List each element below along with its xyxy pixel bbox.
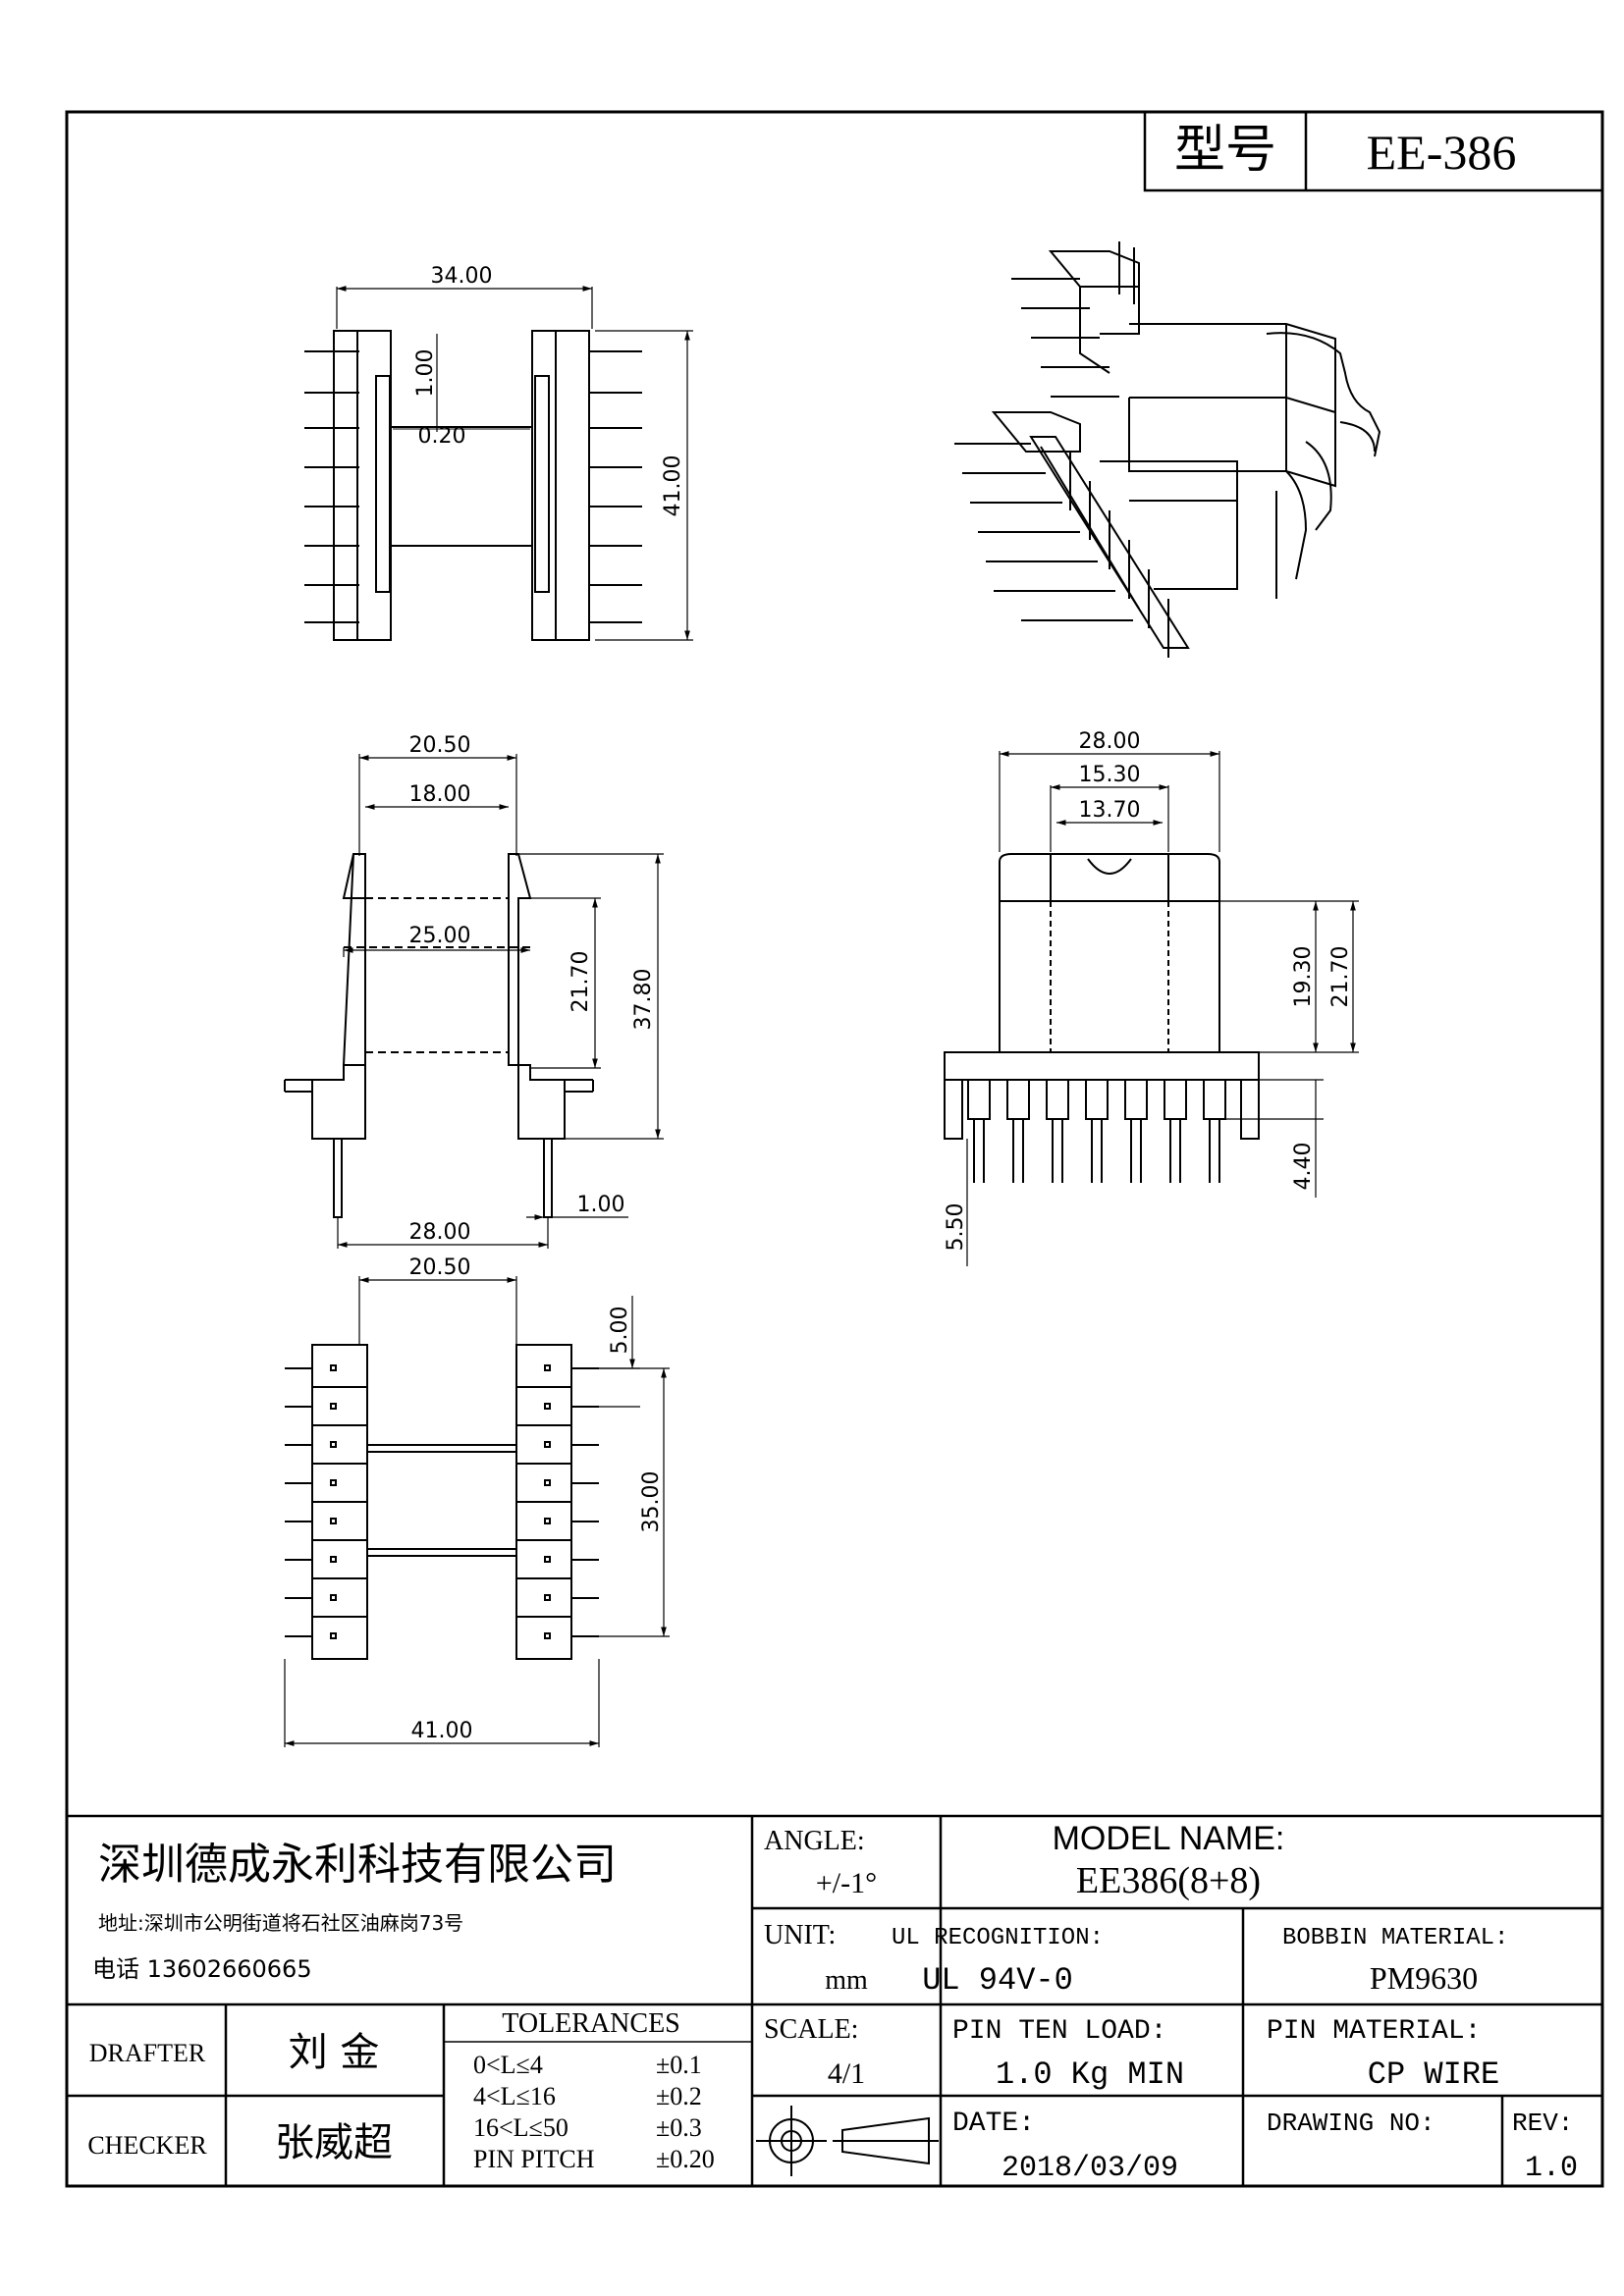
model-box-label: 型号 [1174, 121, 1276, 180]
tolerance-range: 4<L≤16 [473, 2082, 556, 2110]
tolerance-value: ±0.3 [656, 2113, 702, 2142]
side-dim-pin-stub: 5.50 [944, 1203, 968, 1252]
tolerance-table: 0<L≤4 ±0.1 4<L≤16 ±0.2 16<L≤50 ±0.3 PIN … [473, 2051, 715, 2173]
pin-material-label: PIN MATERIAL: [1267, 2016, 1481, 2047]
bottom-view-pins-left [285, 1367, 312, 1637]
side-dim-tongue-inner: 13.70 [1079, 798, 1141, 823]
front-dim-core: 18.00 [409, 782, 471, 807]
scale-value: 4/1 [828, 2057, 865, 2090]
unit-label: UNIT: [764, 1920, 836, 1950]
unit-value: mm [825, 1965, 868, 1996]
bottom-dim-pitch: 5.00 [608, 1307, 632, 1355]
tolerance-value: ±0.2 [656, 2082, 702, 2110]
bottom-view [284, 1276, 670, 1747]
projection-symbol [756, 2106, 939, 2176]
top-dim-pin-size: 1.00 [413, 349, 438, 398]
top-dim-height: 41.00 [661, 455, 685, 517]
side-dim-pin-len: 4.40 [1291, 1143, 1316, 1191]
rev-label: REV: [1512, 2109, 1573, 2138]
front-dim-pin-span: 28.00 [409, 1220, 471, 1245]
tolerance-value: ±0.20 [656, 2145, 715, 2173]
top-view-pins-left [304, 350, 359, 623]
drafter-label: DRAFTER [89, 2039, 206, 2067]
bottom-dim-width: 41.00 [411, 1719, 473, 1743]
front-dim-winding: 25.00 [409, 924, 471, 948]
side-view [944, 751, 1359, 1266]
drawing-no-label: DRAWING NO: [1267, 2109, 1435, 2138]
side-dim-window-h: 21.70 [1328, 946, 1353, 1008]
ul-value: UL 94V-0 [922, 1962, 1073, 1999]
isometric-view [954, 241, 1381, 658]
tolerance-range: PIN PITCH [473, 2145, 595, 2173]
pin-material-value: CP WIRE [1368, 2056, 1499, 2093]
top-dim-slot: 0.20 [418, 424, 466, 449]
ul-label: UL RECOGNITION: [892, 1925, 1104, 1951]
sheet-border [65, 110, 1604, 2188]
pin-load-label: PIN TEN LOAD: [952, 2016, 1166, 2047]
date-value: 2018/03/09 [1001, 2152, 1178, 2185]
tolerance-range: 16<L≤50 [473, 2113, 568, 2142]
iso-pins-front [954, 443, 1133, 621]
rev-value: 1.0 [1525, 2152, 1578, 2185]
scale-label: SCALE: [764, 2014, 858, 2045]
bottom-dim-pin-row: 35.00 [639, 1471, 664, 1533]
bobbin-material-label: BOBBIN MATERIAL: [1282, 1925, 1508, 1951]
checker-value: 张威超 [275, 2120, 393, 2165]
tolerance-range: 0<L≤4 [473, 2051, 543, 2079]
front-view [284, 754, 664, 1249]
pin-load-value: 1.0 Kg MIN [996, 2056, 1184, 2093]
top-view-pins-right [589, 350, 642, 623]
model-box-value: EE-386 [1367, 125, 1517, 180]
bottom-dim-flange: 20.50 [409, 1255, 471, 1280]
checker-label: CHECKER [87, 2131, 207, 2160]
model-box: 型号 EE-386 [1143, 110, 1604, 192]
top-view [304, 286, 693, 641]
bottom-view-pins-right [571, 1367, 599, 1637]
date-label: DATE: [952, 2109, 1035, 2139]
iso-pins-rear [1011, 241, 1135, 398]
tolerances-label: TOLERANCES [502, 2008, 680, 2039]
bottom-view-slots [312, 1364, 571, 1639]
iso-pins-vertical [1069, 452, 1169, 658]
front-dim-height: 37.80 [631, 969, 656, 1031]
top-dim-width: 34.00 [431, 264, 493, 289]
tolerance-value: ±0.1 [656, 2051, 702, 2079]
company-name: 深圳德成永利科技有限公司 [98, 1840, 617, 1890]
front-dim-window: 21.70 [568, 951, 593, 1013]
title-block [67, 1814, 1602, 2186]
bobbin-material-value: PM9630 [1370, 1960, 1478, 1996]
company-address: 地址:深圳市公明街道将石社区油麻岗73号 [98, 1911, 463, 1935]
drafter-value: 刘 金 [289, 2030, 380, 2075]
side-dim-width: 28.00 [1079, 729, 1141, 754]
company-phone: 电话 13602660665 [92, 1955, 312, 1983]
side-view-pins [967, 1079, 1226, 1183]
front-dim-flange: 20.50 [409, 733, 471, 758]
model-name-label: MODEL NAME: [1053, 1820, 1285, 1857]
side-dim-core-h: 19.30 [1291, 946, 1316, 1008]
angle-value: +/-1° [816, 1867, 877, 1899]
model-name-value: EE386(8+8) [1076, 1860, 1261, 1901]
front-dim-pin-dia: 1.00 [577, 1193, 625, 1217]
angle-label: ANGLE: [764, 1826, 865, 1856]
side-dim-tongue-outer: 15.30 [1079, 763, 1141, 787]
